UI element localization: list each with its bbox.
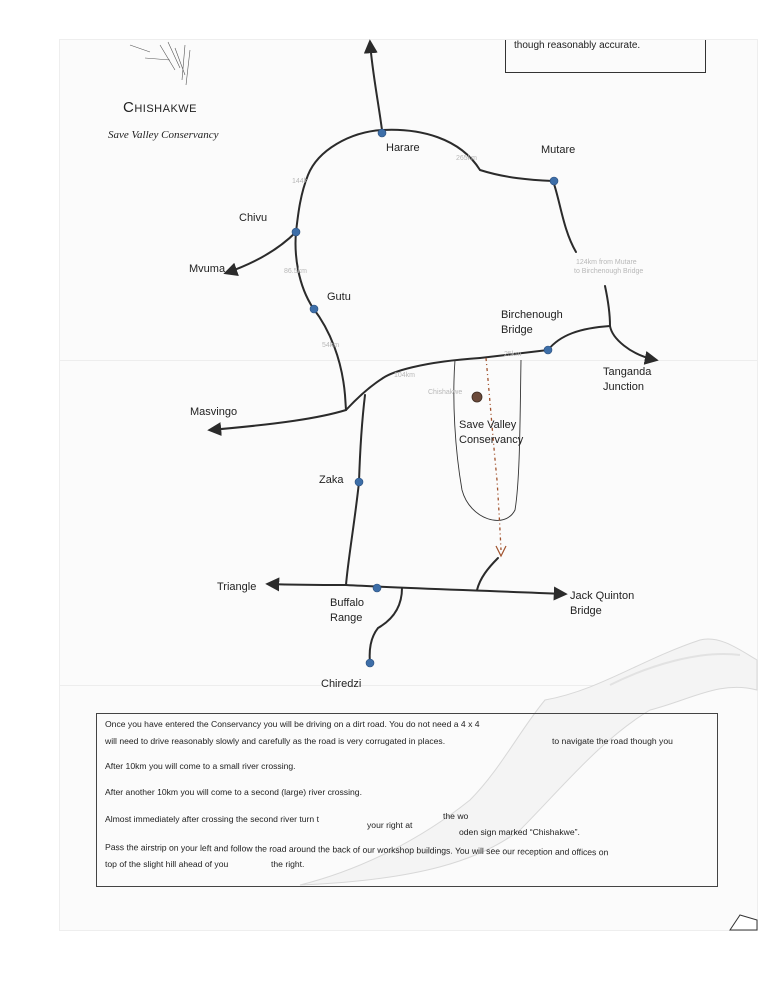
road-chiredzi [368, 587, 403, 664]
town-dot-mutare [549, 176, 559, 186]
road-harare-mutare [381, 128, 554, 182]
distance-harare-chivu: 144k [292, 178, 308, 185]
label-birchenough: Birchenough Bridge [501, 309, 563, 336]
directions-line: the wo [443, 811, 469, 821]
map-title: Chishakwe [123, 99, 198, 116]
grass-sketch [129, 41, 191, 86]
distance-harare-mutare: 265km [456, 155, 478, 162]
road-chivu-mvuma [223, 231, 297, 276]
road-triangle-jackquinton [265, 577, 347, 592]
route-chishakwe [485, 357, 502, 551]
town-dot-buffalo [372, 583, 382, 593]
paper-fold [60, 360, 757, 361]
directions-line: Pass the airstrip on your left and follo… [104, 842, 609, 858]
label-triangle: Triangle [217, 581, 257, 593]
road-tanganda [609, 325, 659, 365]
map-paper [60, 40, 757, 930]
directions-line: to navigate the road though you [552, 736, 673, 746]
directions-line: Once you have entered the Conservancy yo… [105, 719, 480, 729]
road-junction-birchenough [345, 357, 481, 411]
town-dot-zaka [354, 477, 364, 487]
directions-line: After another 10km you will come to a se… [105, 787, 362, 797]
label-chivu: Chivu [239, 212, 268, 224]
road-harare-chivu [295, 129, 383, 233]
road-birchenough-conservancy [479, 349, 549, 359]
label-zaka: Zaka [319, 474, 344, 486]
torn-corner [729, 914, 758, 931]
directions-line: oden sign marked “Chishakwe”. [459, 827, 580, 837]
road-north [363, 39, 383, 131]
town-dot-harare [377, 128, 387, 138]
road-chivu-gutu [294, 231, 314, 309]
town-dot-birchenough [543, 345, 553, 355]
conservancy-boundary [453, 359, 522, 521]
town-dot-gutu [309, 304, 319, 314]
label-chishakwe-small: Chishakwe [428, 389, 463, 396]
road-birchenough-arc [547, 325, 611, 351]
label-conservancy: Save Valley Conservancy [459, 419, 524, 446]
label-buffalo-range: Buffalo Range [330, 597, 365, 624]
label-harare: Harare [386, 142, 420, 154]
town-dot-chiredzi [365, 658, 375, 668]
label-mutare: Mutare [541, 144, 576, 156]
distance-chivu-gutu: 86.5km [284, 268, 307, 275]
road-gutu-junction [312, 307, 347, 411]
paper-fold [60, 685, 757, 686]
paper-tear [299, 638, 758, 886]
label-masvingo: Masvingo [190, 406, 238, 418]
directions-line: the right. [271, 859, 305, 869]
distance-junction-birchenough: 104km [394, 372, 416, 379]
directions-line: After 10km you will come to a small rive… [105, 761, 296, 771]
note-text: though reasonably accurate. [514, 40, 641, 51]
label-tanganda: Tanganda Junction [603, 366, 652, 393]
directions-line: top of the slight hill ahead of you [105, 859, 229, 869]
road-mutare-birchenough [552, 180, 577, 253]
distance-mutare-birchenough: 124km from Mutare to Birchenough Bridge [574, 259, 644, 275]
label-jack-quinton: Jack Quinton Bridge [570, 590, 635, 617]
road-conservancy-south [476, 557, 499, 591]
road-jackquinton [345, 584, 568, 601]
road-zaka [345, 394, 366, 586]
note-box: though reasonably accurate. [505, 40, 706, 73]
distance-gutu-junction: 54km [322, 342, 340, 349]
directions-box: Once you have entered the Conservancy yo… [96, 713, 718, 887]
directions-line: Almost immediately after crossing the se… [105, 814, 319, 824]
road-to-birchenough [604, 285, 611, 327]
distance-birchenough-small: 25km [504, 351, 522, 358]
chishakwe-location-icon [471, 391, 483, 403]
label-mvuma: Mvuma [189, 263, 226, 275]
label-chiredzi: Chiredzi [321, 678, 362, 690]
town-dot-chivu [291, 227, 301, 237]
label-gutu: Gutu [327, 291, 351, 303]
directions-line: will need to drive reasonably slowly and… [105, 736, 446, 746]
directions-line: your right at [367, 820, 413, 830]
route-arrow-icon [495, 545, 507, 558]
road-masvingo [207, 409, 347, 437]
map-subtitle: Save Valley Conservancy [108, 129, 219, 141]
